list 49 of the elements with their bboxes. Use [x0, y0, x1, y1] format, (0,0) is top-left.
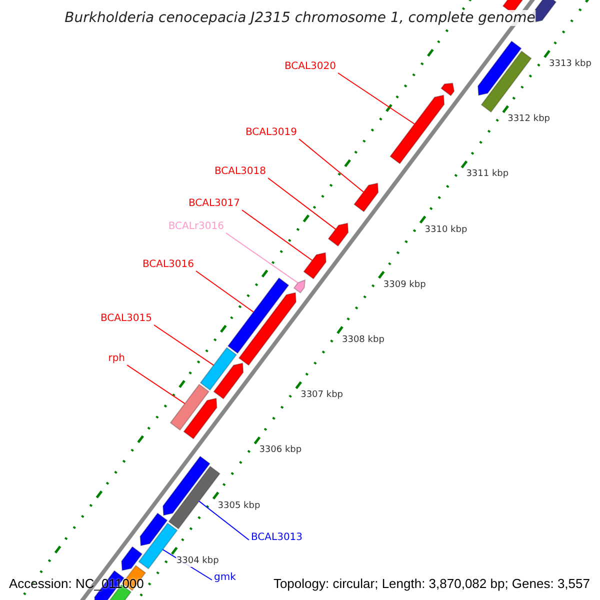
gene-block	[440, 82, 455, 96]
title: Burkholderia cenocepacia J2315 chromosome 1, complete genome	[64, 10, 536, 26]
gene-block	[227, 277, 290, 354]
gene-label: gmk	[214, 572, 236, 584]
gene-label: BCAL3015	[100, 313, 152, 325]
scale-label: 3306 kbp	[259, 444, 302, 456]
scale-label: 3313 kbp	[549, 58, 592, 70]
gene-label: BCAL3019	[245, 127, 297, 139]
scale-label: 3308 kbp	[342, 334, 384, 346]
gene-block	[328, 222, 349, 247]
gene-label: rph	[108, 353, 125, 365]
gene-block	[213, 362, 244, 400]
gene-block	[303, 252, 327, 280]
scale-label: 3304 kbp	[176, 554, 219, 567]
gene-label: BCALr3016	[168, 221, 224, 233]
gene-label: BCAL3017	[188, 198, 240, 210]
leader-line	[338, 72, 415, 124]
gene-block	[354, 182, 379, 212]
gene-block	[390, 94, 445, 164]
scale-label: 3305 kbp	[218, 500, 260, 512]
leader-line	[298, 138, 364, 192]
gene-block	[477, 40, 522, 96]
gene-block	[480, 50, 532, 113]
gene-block	[138, 522, 178, 570]
gene-block	[183, 398, 218, 440]
gene-label: BCAL3016	[142, 259, 194, 271]
scale-label: 3312 kbp	[508, 113, 550, 126]
leader-line	[196, 270, 254, 312]
gene-block	[293, 279, 306, 294]
gene-block	[121, 546, 143, 572]
gene-block	[168, 466, 220, 530]
leader-line	[126, 364, 186, 404]
leader-line	[268, 178, 336, 230]
gene-block	[170, 384, 210, 431]
scale-label: 3309 kbp	[383, 278, 426, 291]
gene-block	[200, 346, 238, 391]
leader-line	[242, 210, 313, 261]
scale-label: 3307 kbp	[300, 389, 343, 402]
scale-label: 3311 kbp	[466, 168, 509, 180]
gene-label: BCAL3018	[214, 166, 266, 178]
gene-label: BCAL3013	[251, 532, 303, 544]
genome-summary-text: Topology: circular; Length: 3,870,082 bp; Genes: 3,557	[273, 576, 590, 592]
gene-block	[238, 292, 297, 366]
gene-label: BCAL3020	[284, 61, 336, 73]
scale-label: 3310 kbp	[424, 224, 468, 236]
leader-line	[226, 232, 298, 284]
leader-line	[198, 500, 250, 540]
gene-block	[162, 456, 210, 516]
gene-block	[140, 512, 168, 546]
